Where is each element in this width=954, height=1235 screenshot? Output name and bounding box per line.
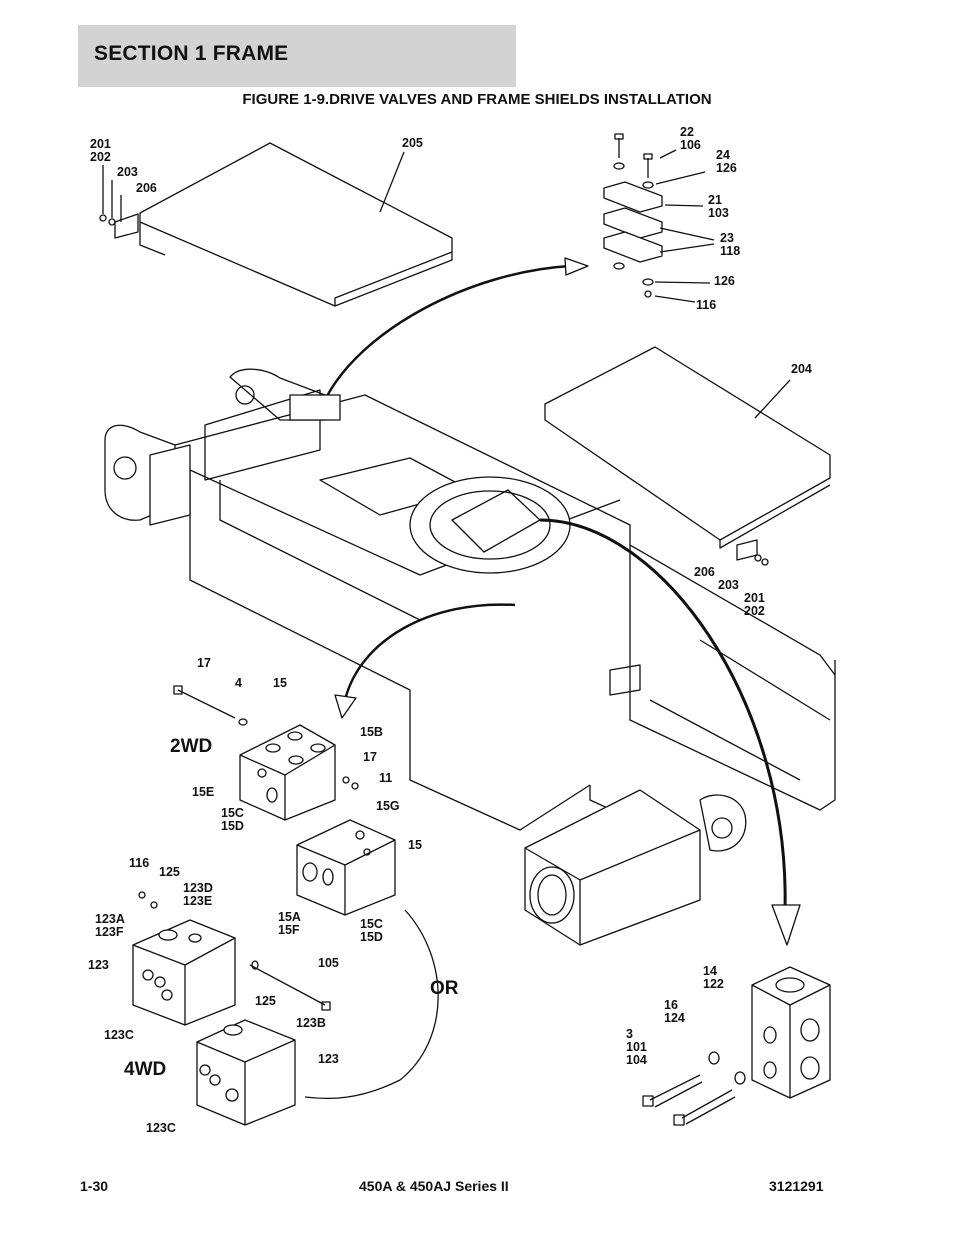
callout-204: 204 <box>791 362 812 376</box>
callout-123-bottom: 123 <box>318 1052 339 1066</box>
callout-15G: 15G <box>376 799 400 813</box>
callout-123C-top: 123C <box>104 1028 134 1042</box>
callout-123A-123F: 123A 123F <box>95 912 125 939</box>
callout-105: 105 <box>318 956 339 970</box>
callout-201-202-top: 201 202 <box>90 137 111 164</box>
section-title: SECTION 1 FRAME <box>94 42 289 65</box>
model-name: 450A & 450AJ Series II <box>359 1178 509 1194</box>
mount-plate-stack <box>603 133 715 303</box>
callout-123-top: 123 <box>88 958 109 972</box>
figure-title: FIGURE 1-9.DRIVE VALVES AND FRAME SHIELD… <box>242 91 712 108</box>
callout-203-right: 203 <box>718 578 739 592</box>
callout-15-top: 15 <box>273 676 287 690</box>
callout-15A-15F: 15A 15F <box>278 910 301 937</box>
callout-125-mid: 125 <box>255 994 276 1008</box>
callout-11: 11 <box>379 771 393 785</box>
callout-14-122: 14 122 <box>703 964 724 991</box>
callout-3-101-104: 3 101 104 <box>626 1027 647 1067</box>
callout-17-top: 17 <box>197 656 211 670</box>
callout-23-118: 23 118 <box>720 231 741 258</box>
callout-123B: 123B <box>296 1016 326 1030</box>
label-2wd: 2WD <box>170 736 213 757</box>
callout-4: 4 <box>235 676 242 690</box>
valve-4wd-upper <box>132 891 331 1026</box>
callout-21-103: 21 103 <box>708 193 729 220</box>
callout-206-right: 206 <box>694 565 715 579</box>
callout-15-mid: 15 <box>408 838 422 852</box>
frame-shield-205 <box>99 142 453 307</box>
callout-15C-15D-left: 15C 15D <box>221 806 244 833</box>
label-or: OR <box>430 978 459 999</box>
callout-17-mid: 17 <box>363 750 377 764</box>
callout-116-left: 116 <box>129 856 150 870</box>
section-header: SECTION 1 FRAME <box>78 25 516 87</box>
valve-4wd-lower <box>196 1019 296 1126</box>
callout-16-124: 16 124 <box>664 998 685 1025</box>
callout-24-126: 24 126 <box>716 148 737 175</box>
document-number: 3121291 <box>769 1178 824 1194</box>
main-frame <box>104 368 836 946</box>
callout-126: 126 <box>714 274 735 288</box>
valve-2wd-lower <box>296 819 396 916</box>
callout-123C-bottom: 123C <box>146 1121 176 1135</box>
label-4wd: 4WD <box>124 1059 167 1080</box>
page-number: 1-30 <box>80 1178 109 1194</box>
callout-15B: 15B <box>360 725 383 739</box>
callout-15C-15D-right: 15C 15D <box>360 917 383 944</box>
frame-shield-204 <box>544 346 831 566</box>
callout-22-106: 22 106 <box>680 125 701 152</box>
callout-203-top: 203 <box>117 165 138 179</box>
valve-2wd-upper <box>173 685 359 821</box>
callout-206-top: 206 <box>136 181 157 195</box>
callout-205: 205 <box>402 136 423 150</box>
callout-125-top: 125 <box>159 865 180 879</box>
callout-123D-123E: 123D 123E <box>183 881 213 908</box>
valve-bottom-right <box>642 966 831 1126</box>
callout-15E: 15E <box>192 785 215 799</box>
callout-116-top: 116 <box>696 298 717 312</box>
callout-201-202-right: 201 202 <box>744 591 765 618</box>
